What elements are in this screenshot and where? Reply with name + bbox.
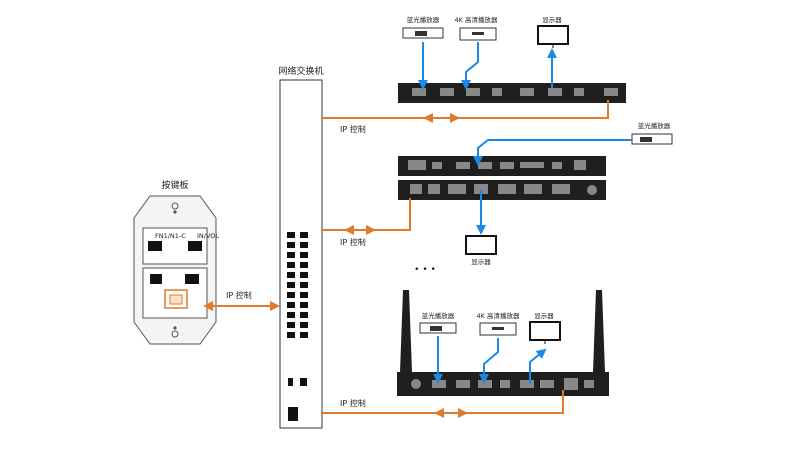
device-bottom-source-2-label: 4K 高清播放器 (477, 311, 520, 320)
device-bottom-display: 显示器 (529, 312, 561, 344)
device-mid-display-label: 显示器 (471, 258, 491, 266)
device-top-source-2: 4K 高清播放器 (455, 15, 498, 41)
network-switch: 网络交换机 (278, 65, 324, 429)
device-mid-source-label: 蓝光播放器 (638, 121, 671, 130)
keypad-port-label-3: IN/VOL (197, 232, 219, 240)
device-bottom-antenna-right (593, 290, 605, 372)
device-mid-link-label: IP 控制 (340, 237, 366, 247)
device-top-source-2-label: 4K 高清播放器 (455, 15, 498, 24)
switch-ports (287, 232, 308, 421)
device-top-link-label: IP 控制 (340, 124, 366, 134)
device-bottom-source-1: 蓝光播放器 (419, 311, 457, 334)
device-top-display: 显示器 (537, 16, 569, 48)
more-devices-ellipsis: • • • (414, 265, 436, 275)
device-mid-display: 显示器 (465, 235, 497, 266)
device-top-source-1-label: 蓝光播放器 (407, 15, 440, 24)
device-mid: 蓝光播放器 显示器 IP 控制 (322, 121, 673, 266)
keypad-terminal-4 (185, 274, 199, 284)
keypad-link-label: IP 控制 (226, 290, 252, 300)
device-bottom-antenna-left (400, 290, 412, 372)
device-bottom: 蓝光播放器 4K 高清播放器 显示器 IP 控制 (322, 290, 609, 418)
device-top: 蓝光播放器 4K 高清播放器 显示器 IP 控制 (322, 15, 626, 134)
device-top-source-1: 蓝光播放器 (402, 15, 444, 39)
switch-label: 网络交换机 (278, 65, 323, 77)
keypad-label: 按键板 (161, 179, 188, 191)
keypad-terminal-2 (188, 241, 202, 251)
device-bottom-display-label: 显示器 (534, 312, 554, 320)
device-top-chassis (398, 83, 626, 103)
device-mid-source: 蓝光播放器 (631, 121, 673, 145)
device-bottom-source-1-label: 蓝光播放器 (422, 311, 455, 320)
keypad-port-label-1: FN1/N1-C (155, 232, 186, 240)
device-top-display-label: 显示器 (542, 16, 562, 24)
keypad-terminal-3 (150, 274, 162, 284)
keypad-terminal-1 (148, 241, 162, 251)
keypad-link: IP 控制 (203, 290, 280, 311)
keypad-panel: 按键板 FN1/N1-C IN/VOL (133, 179, 219, 345)
device-bottom-source-2: 4K 高清播放器 (477, 311, 520, 336)
device-bottom-link-label: IP 控制 (340, 398, 366, 408)
